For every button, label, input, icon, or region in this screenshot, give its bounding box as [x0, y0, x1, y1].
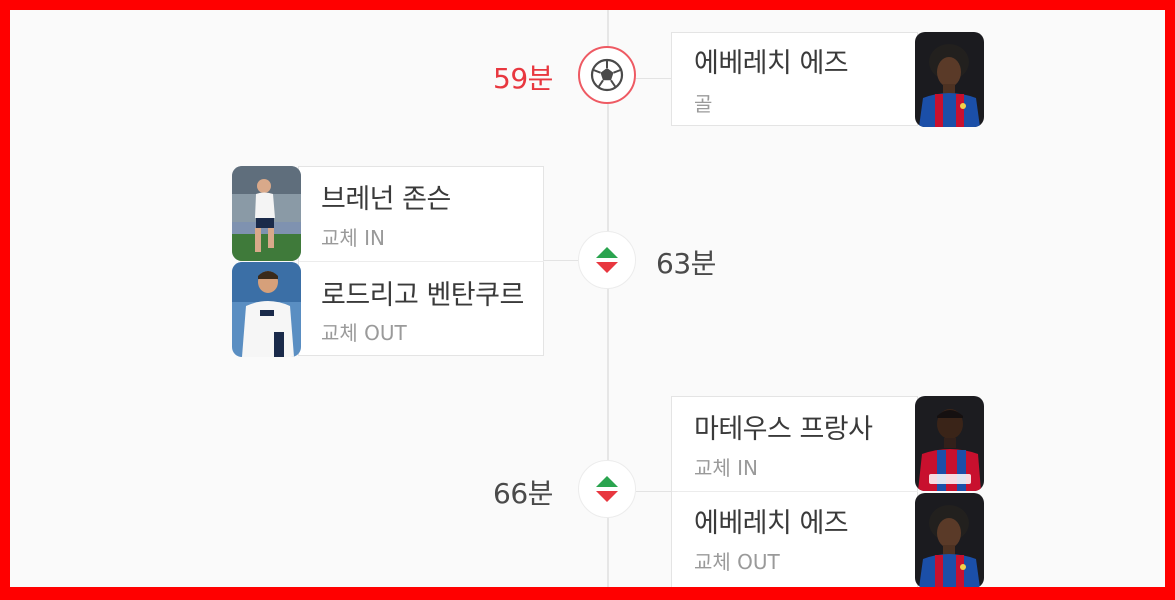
player-photo-palace — [915, 493, 984, 588]
player-photo-palace — [915, 396, 984, 491]
event-connector — [636, 491, 672, 492]
event-minute: 59분 — [493, 62, 553, 95]
card-divider — [672, 491, 918, 492]
sub-out-label: 교체 OUT — [694, 550, 780, 574]
event-card-substitution[interactable]: 브레넌 존슨 교체 IN 로드리고 벤탄쿠르 교체 OUT — [298, 166, 544, 356]
player-photo-spurs — [232, 166, 301, 261]
sub-out-label: 교체 OUT — [321, 321, 407, 345]
event-connector — [636, 78, 672, 79]
card-divider — [299, 261, 544, 262]
soccer-ball-icon — [578, 46, 636, 104]
player-photo-palace — [915, 32, 984, 127]
event-connector — [543, 260, 581, 261]
event-minute: 66분 — [493, 477, 553, 510]
player-name: 에베레치 에즈 — [694, 508, 849, 539]
event-minute: 63분 — [656, 247, 716, 280]
player-name: 마테우스 프랑사 — [694, 414, 873, 445]
player-name: 에베레치 에즈 — [694, 48, 849, 79]
event-type-label: 골 — [694, 92, 713, 116]
substitution-arrows-icon — [578, 460, 636, 518]
substitution-arrows-icon — [578, 231, 636, 289]
player-name: 브레넌 존슨 — [321, 184, 451, 215]
sub-in-label: 교체 IN — [694, 456, 759, 480]
sub-in-label: 교체 IN — [321, 226, 386, 250]
event-card-substitution[interactable]: 마테우스 프랑사 교체 IN 에베레치 에즈 교체 OUT — [671, 396, 918, 600]
player-name: 로드리고 벤탄쿠르 — [321, 280, 524, 311]
event-card-goal[interactable]: 에베레치 에즈 골 — [671, 32, 918, 126]
player-photo-spurs — [232, 262, 301, 357]
timeline-line — [607, 0, 609, 600]
